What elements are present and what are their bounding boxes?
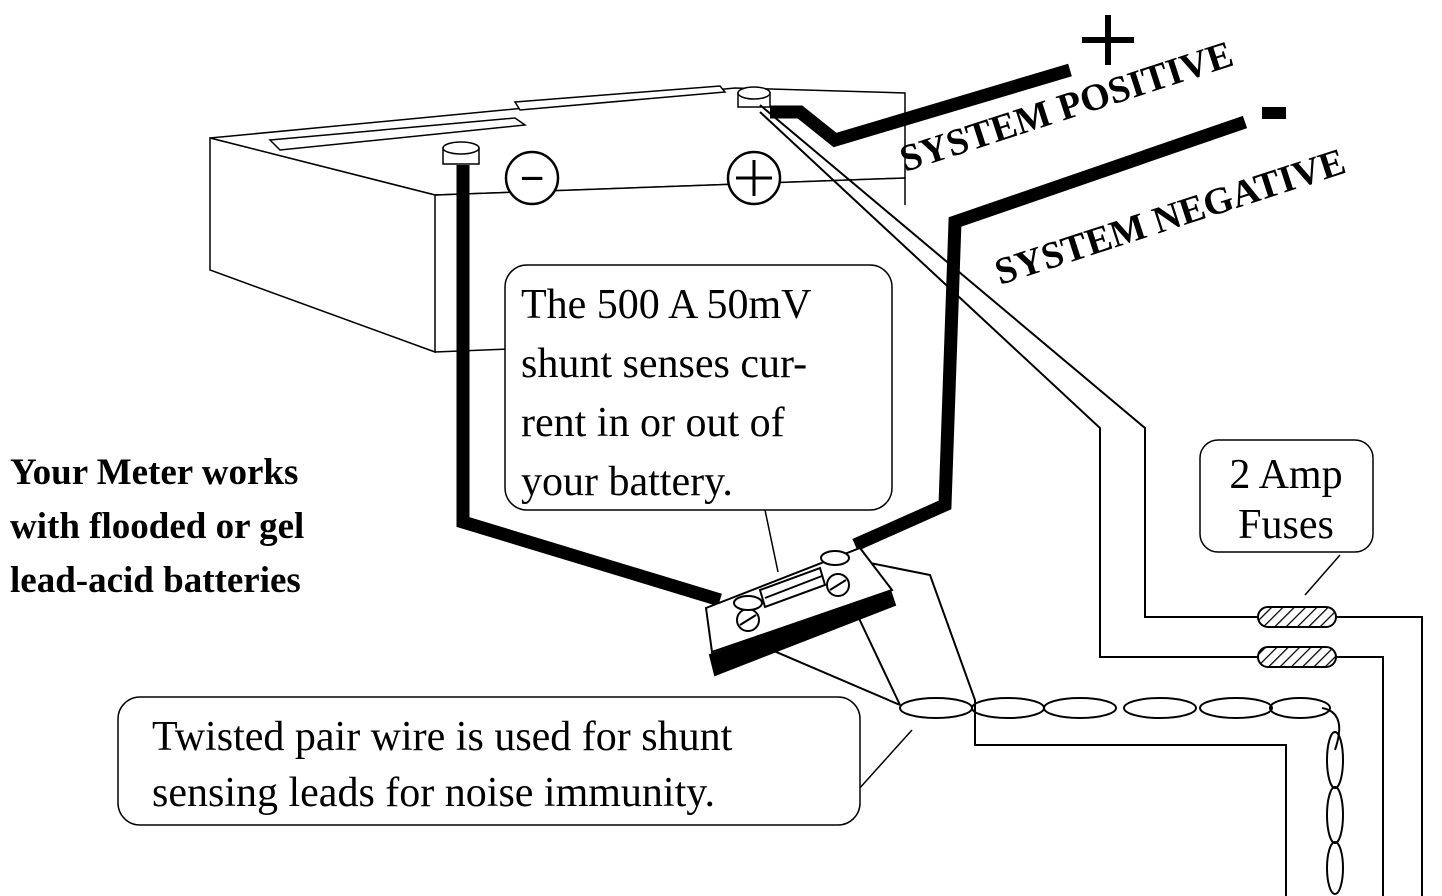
system-negative-label: SYSTEM NEGATIVE [990, 141, 1351, 294]
meter-note-line-3: lead-acid batteries [10, 560, 301, 601]
system-negative-cable [852, 115, 1248, 551]
meter-note-line-2: with flooded or gel [10, 506, 304, 547]
twisted-pair-vertical [1321, 707, 1344, 895]
twisted-pair-horizontal [899, 697, 1331, 719]
fuse-callout-pointer [1304, 554, 1341, 596]
shunt-callout-box [504, 264, 893, 511]
positive-terminal-post [737, 86, 771, 108]
sense-lead-a [854, 559, 1287, 896]
fuse-wire-lower [759, 111, 1258, 658]
shunt-callout-line-4: your battery. [521, 459, 733, 505]
battery-negative-symbol: − [504, 150, 560, 206]
vent-cap-left [268, 117, 528, 151]
battery-positive-symbol [726, 150, 782, 206]
fuse-lower [1257, 646, 1337, 668]
twisted-pair-callout-box [117, 696, 861, 826]
system-negative-sign [1262, 107, 1286, 119]
shunt-callout-line-2: shunt senses cur- [521, 341, 807, 387]
system-positive-sign [1082, 15, 1134, 65]
vent-cap-middle [513, 85, 727, 111]
twisted-pair-callout-pointer [857, 729, 913, 791]
sense-lead-b [759, 644, 901, 706]
sense-lead-c [854, 609, 901, 706]
fuse-wire-upper [759, 104, 1258, 618]
battery-negative-cable [456, 165, 722, 607]
shunt-callout-line-1: The 500 A 50mV [521, 282, 812, 328]
shunt-callout-line-3: rent in or out of [521, 400, 785, 446]
fused-lead-out-2 [1336, 656, 1384, 896]
shunt-callout-pointer [764, 509, 779, 573]
system-positive-cable [770, 63, 1072, 148]
shunt [704, 546, 897, 677]
twisted-pair-callout-line-1: Twisted pair wire is used for shunt [152, 714, 733, 760]
svg-text:−: − [519, 154, 544, 203]
twisted-pair-callout-line-2: sensing leads for noise immunity. [152, 770, 715, 816]
fuse-callout-box [1199, 439, 1374, 553]
meter-note-line-1: Your Meter works [10, 452, 298, 493]
fused-lead-out-1 [1336, 616, 1423, 896]
fuse-callout-line-2: Fuses [1238, 502, 1334, 548]
fuse-upper [1257, 606, 1337, 628]
fuse-callout-line-1: 2 Amp [1229, 452, 1342, 498]
negative-terminal-post [442, 141, 480, 165]
